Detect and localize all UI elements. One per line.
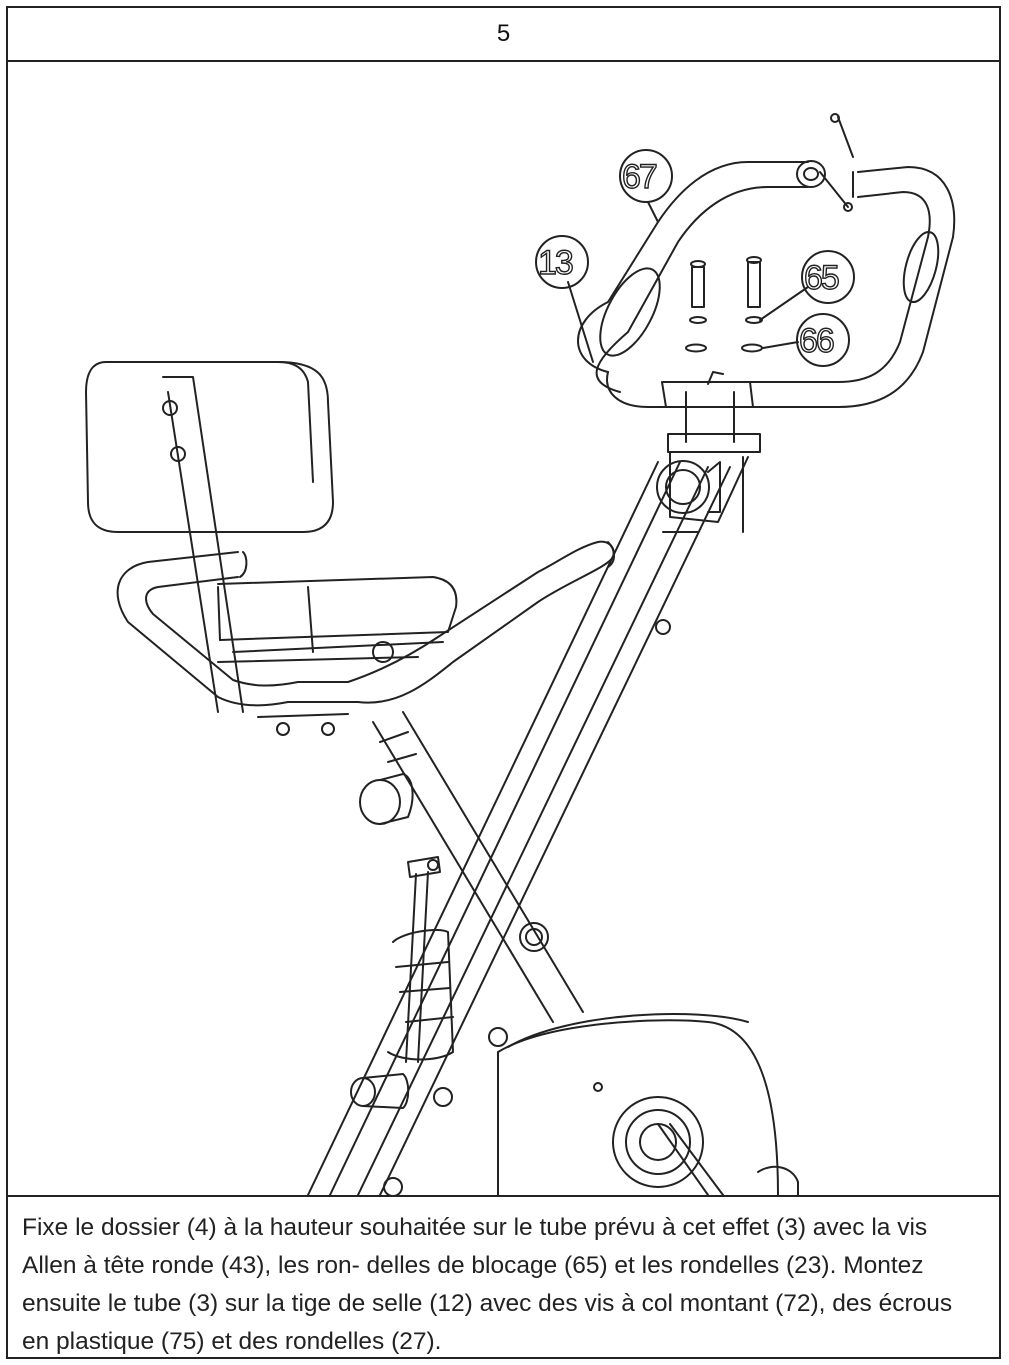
handlebar-stem: [656, 391, 761, 533]
instruction-text-box: Fixe le dossier (4) à la hauteur souhait…: [8, 1195, 999, 1357]
tension-strut: [405, 856, 441, 1063]
screw-67: [690, 256, 762, 308]
callout-65-circle: [801, 250, 855, 304]
callout-67: 67: [622, 158, 657, 196]
handlebar: [577, 160, 956, 408]
seat: [217, 576, 458, 663]
backrest: [85, 361, 334, 713]
seat-handles: [116, 540, 615, 736]
flywheel: [387, 929, 454, 1061]
callout-13-circle: [535, 235, 589, 289]
front-frame-tube: [307, 461, 731, 1195]
assembly-illustration: 67 13 65 66: [8, 62, 999, 1195]
instruction-step-panel: 5: [6, 6, 1001, 1359]
pivot-bolt: [383, 619, 671, 1195]
step-header: 5: [8, 8, 999, 62]
washer-65: [689, 316, 763, 324]
callout-66: 66: [799, 322, 834, 360]
washer-66: [685, 343, 763, 353]
seat-frame-tube: [372, 711, 584, 1023]
step-number: 5: [496, 20, 511, 47]
sensor-wire: [819, 113, 854, 212]
callout-65: 65: [804, 259, 839, 297]
callout-66-circle: [796, 313, 850, 367]
callout-13: 13: [538, 244, 573, 282]
lower-knob: [350, 1073, 410, 1109]
pedal-housing: [497, 1013, 799, 1195]
callout-67-circle: [619, 149, 673, 203]
adjustment-knob: [359, 773, 414, 825]
instruction-text: Fixe le dossier (4) à la hauteur souhait…: [22, 1214, 953, 1355]
